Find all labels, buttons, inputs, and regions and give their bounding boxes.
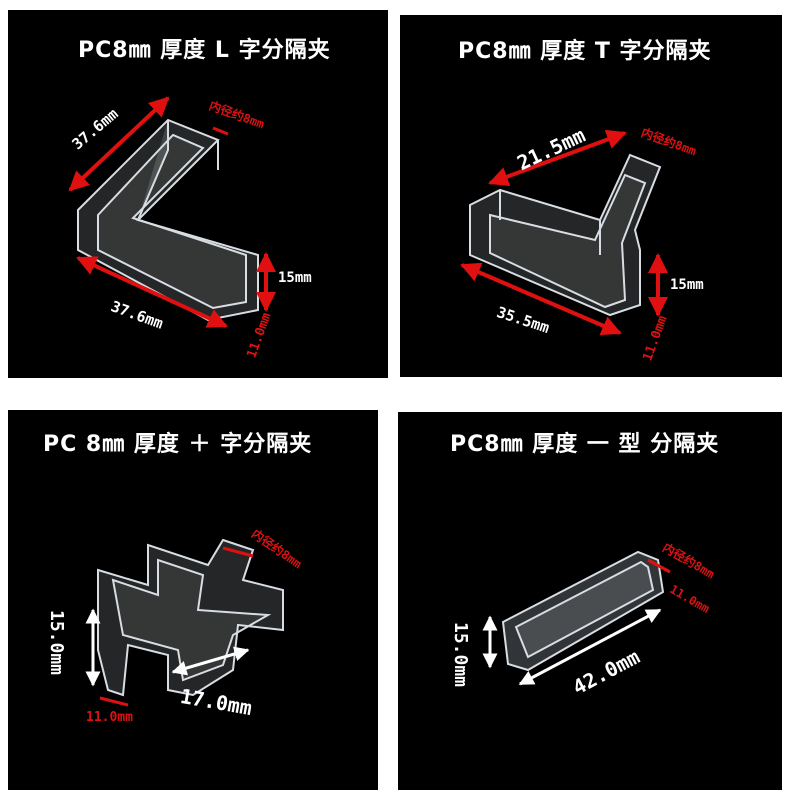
length-arrow: [518, 608, 662, 686]
arm-length-arrow: [171, 646, 250, 676]
l-clip-illustration: [68, 96, 276, 328]
depth-label: 11.0mm: [86, 710, 133, 725]
straight-clip-illustration: [482, 550, 671, 686]
product-panel-t-clip: PC8㎜ 厚度 T 字分隔夹 21.5mm 内径约8mm 35.5mm 15mm…: [400, 15, 782, 377]
inner-arrow: [212, 126, 229, 136]
cross-clip-shape: [97, 538, 284, 697]
bottom-length-arrow: [460, 262, 622, 336]
inner-arrow: [222, 546, 254, 558]
bottom-length-arrow: [76, 256, 228, 328]
depth-arrow: [99, 696, 129, 707]
height-label: 15mm: [278, 270, 312, 286]
product-panel-l-clip: PC8㎜ 厚度 L 字分隔夹 37.6mm 内径约8mm 37.6mm 15mm…: [8, 10, 388, 378]
panel-title: PC8㎜ 厚度 L 字分隔夹: [78, 38, 331, 63]
height-label: 15.0mm: [46, 609, 68, 676]
panel-title: PC8㎜ 厚度 一 型 分隔夹: [450, 432, 720, 457]
inner-arrow: [647, 558, 671, 574]
product-panel-cross-clip: PC 8㎜ 厚度 ＋ 字分隔夹 内径约8mm 15.0mm 11.0mm 17.…: [8, 410, 378, 790]
t-clip-illustration: [460, 129, 668, 336]
top-length-arrow: [488, 129, 627, 187]
cross-clip-illustration: [85, 538, 284, 707]
l-clip-shape: [77, 118, 259, 322]
panel-title: PC 8㎜ 厚度 ＋ 字分隔夹: [43, 432, 313, 457]
height-label: 15.0mm: [450, 621, 472, 688]
top-length-arrow: [68, 96, 170, 192]
height-label: 15mm: [670, 277, 704, 293]
product-panel-straight-clip: PC8㎜ 厚度 一 型 分隔夹 内径约8mm 11.0mm 15.0mm 42.…: [398, 412, 782, 790]
panel-title: PC8㎜ 厚度 T 字分隔夹: [458, 39, 712, 64]
